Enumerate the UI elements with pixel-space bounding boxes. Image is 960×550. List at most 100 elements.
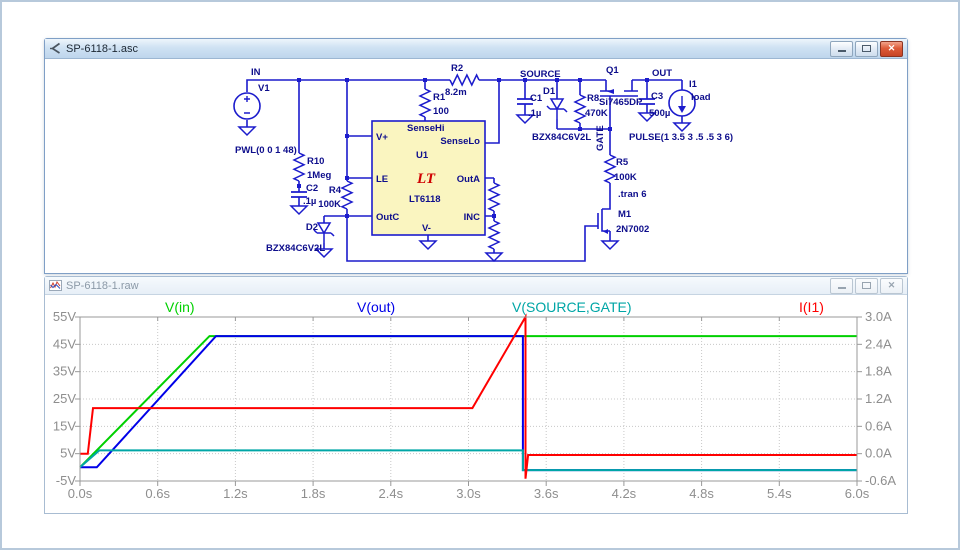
legend-i-i1-[interactable]: I(I1) xyxy=(799,299,824,315)
wire-junction xyxy=(423,78,427,82)
current-source-i1[interactable] xyxy=(668,89,696,117)
r8-value: 470K xyxy=(585,108,608,119)
wire-junction xyxy=(608,127,612,131)
wire-junction xyxy=(345,214,349,218)
c3-ref: C3 xyxy=(651,91,663,102)
r8-ref: R8 xyxy=(587,93,599,104)
directive-tran: .tran 6 xyxy=(618,189,647,200)
pin-vminus: V- xyxy=(422,223,431,234)
y-axis-right-label: 0.0A xyxy=(865,446,892,461)
resistor-zigzag[interactable] xyxy=(487,182,501,212)
net-source: SOURCE xyxy=(520,69,561,80)
v1-polarity-marks xyxy=(244,96,250,114)
maximize-button[interactable] xyxy=(855,277,878,294)
wire-junction xyxy=(345,78,349,82)
resistor-zigzag[interactable] xyxy=(603,154,617,184)
resistor-zigzag[interactable] xyxy=(418,88,432,118)
legend-v-out-[interactable]: V(out) xyxy=(357,299,395,315)
resistor-zigzag[interactable] xyxy=(487,220,501,250)
y-axis-right-label: 0.6A xyxy=(865,418,892,433)
maximize-button[interactable] xyxy=(855,40,878,57)
waveform-file-icon xyxy=(49,280,62,291)
c2-ref: C2 xyxy=(306,183,318,194)
waveform-titlebar[interactable]: SP-6118-1.raw ✕ xyxy=(45,277,907,295)
y-axis-right-label: 1.8A xyxy=(865,364,892,379)
c2-value: .1µ xyxy=(303,196,316,207)
x-axis-label: 0.0s xyxy=(68,486,93,501)
x-axis-label: 4.8s xyxy=(689,486,714,501)
ground-symbol xyxy=(314,248,334,259)
v1-value: PWL(0 0 1 48) xyxy=(235,145,297,156)
wire-junction xyxy=(578,127,582,131)
resistor-zigzag[interactable] xyxy=(573,94,587,124)
wire-junction xyxy=(497,78,501,82)
voltage-source-v1[interactable] xyxy=(233,92,261,120)
ground-symbol xyxy=(289,205,309,216)
net-out: OUT xyxy=(652,68,672,79)
y-axis-left-label: 25V xyxy=(53,391,76,406)
ground-symbol xyxy=(515,114,535,125)
schematic-file-icon xyxy=(50,42,60,54)
y-axis-left-label: 15V xyxy=(53,418,76,433)
pin-vplus: V+ xyxy=(376,132,388,143)
r4-ref: R4 xyxy=(329,185,342,196)
legend-v-in-[interactable]: V(in) xyxy=(165,299,195,315)
y-axis-right-label: 3.0A xyxy=(865,309,892,324)
pin-outc: OutC xyxy=(376,212,399,223)
r2-ref: R2 xyxy=(451,63,463,74)
m1-part: 2N7002 xyxy=(616,224,649,235)
minimize-button[interactable] xyxy=(830,277,853,294)
x-axis-label: 6.0s xyxy=(845,486,870,501)
wire-junction xyxy=(297,184,301,188)
q1-ref: Q1 xyxy=(606,65,619,76)
zener-d1[interactable] xyxy=(546,98,568,119)
x-axis-label: 3.0s xyxy=(456,486,481,501)
waveform-window-title: SP-6118-1.raw xyxy=(66,279,139,292)
capacitor-plates xyxy=(291,98,655,198)
x-axis-label: 1.2s xyxy=(223,486,248,501)
minimize-button[interactable] xyxy=(830,40,853,57)
x-axis-label: 3.6s xyxy=(534,486,559,501)
lt6118-symbol[interactable] xyxy=(371,120,486,236)
d1-value: BZX84C6V2L xyxy=(532,132,591,143)
trace-i-i1- xyxy=(80,313,857,479)
u1-ref: U1 xyxy=(416,150,429,161)
x-axis-label: 0.6s xyxy=(145,486,170,501)
r1-ref: R1 xyxy=(433,92,446,103)
i1-label: load xyxy=(691,92,711,103)
resistor-zigzag[interactable] xyxy=(292,152,306,182)
legend-v-source-gate-[interactable]: V(SOURCE,GATE) xyxy=(512,299,632,315)
ground-symbol xyxy=(484,252,504,263)
m1-ref: M1 xyxy=(618,209,632,220)
resistor-zigzag[interactable] xyxy=(449,73,480,87)
wire-junction xyxy=(523,78,527,82)
x-axis-label: 5.4s xyxy=(767,486,792,501)
x-axis-label: 4.2s xyxy=(612,486,637,501)
r4-value: 100K xyxy=(318,199,341,210)
y-axis-left-label: -5V xyxy=(56,473,77,488)
y-axis-right-label: 1.2A xyxy=(865,391,892,406)
wire-junction xyxy=(555,78,559,82)
schematic-titlebar[interactable]: SP-6118-1.asc ✕ xyxy=(45,39,907,59)
zener-d2[interactable] xyxy=(313,222,335,243)
i1-arrow-head xyxy=(678,106,686,113)
resistor-zigzag[interactable] xyxy=(340,180,354,210)
plot-svg: 55V45V35V25V15V5V-5V3.0A2.4A1.8A1.2A0.6A… xyxy=(53,299,897,501)
q1-arrow xyxy=(607,89,614,94)
i1-ref: I1 xyxy=(689,79,698,90)
c1-ref: C1 xyxy=(530,93,543,104)
schematic-window: SP-6118-1.asc ✕ xyxy=(44,38,908,274)
ground-symbol xyxy=(418,240,438,251)
q1-part: Si7465DP xyxy=(599,97,643,108)
close-button[interactable]: ✕ xyxy=(880,277,903,294)
close-button[interactable]: ✕ xyxy=(880,40,903,57)
y-axis-left-label: 5V xyxy=(60,446,76,461)
pin-inc: INC xyxy=(464,212,481,223)
lt-logo: LT xyxy=(416,171,436,187)
net-in: IN xyxy=(251,67,261,78)
